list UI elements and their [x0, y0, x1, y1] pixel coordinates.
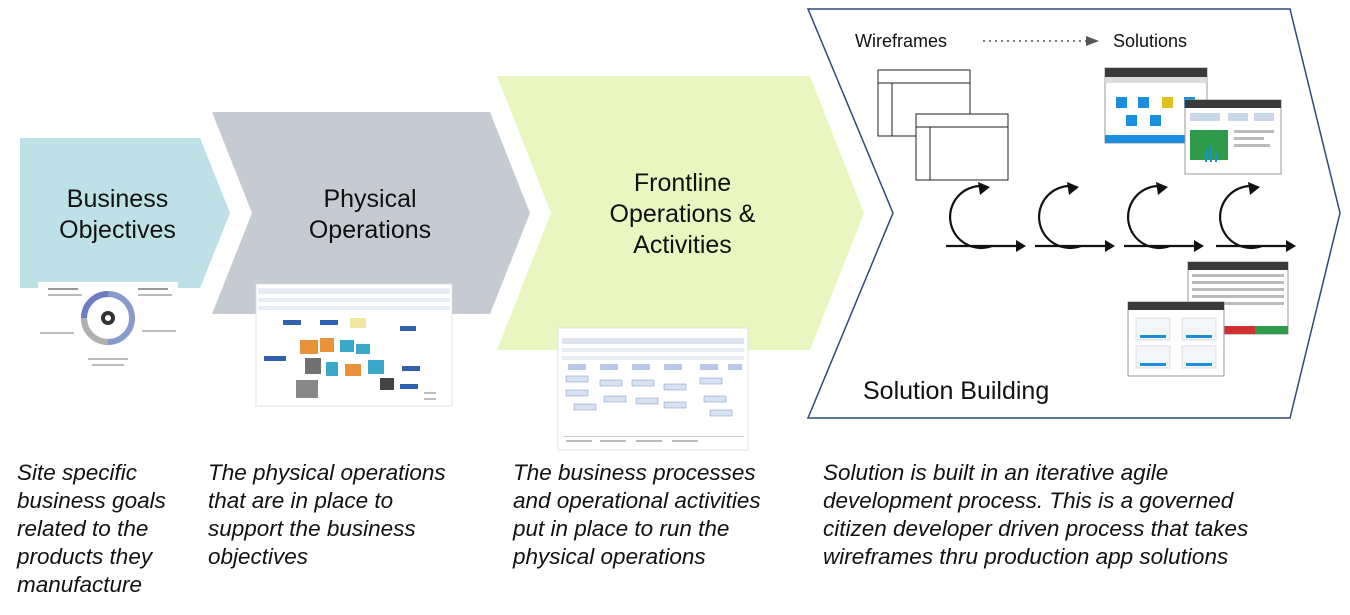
- stage-title-line: Activities: [633, 231, 732, 259]
- wireframes-label: Wireframes: [855, 31, 948, 51]
- chevron-frontline-operations: [497, 76, 864, 350]
- chevron-solution-building: [806, 8, 1341, 419]
- stage-title-line: Objectives: [59, 216, 176, 244]
- caption-frontline-operations: The business processes and operational a…: [513, 460, 761, 569]
- stage-title-business-objectives: Business Objectives: [30, 184, 205, 246]
- caption-physical-operations: The physical operations that are in plac…: [208, 460, 446, 569]
- caption-solution-building: Solution is built in an iterative agile …: [823, 460, 1249, 569]
- stage-title-line: Business: [66, 185, 169, 213]
- stage-title-line: Physical: [323, 185, 417, 213]
- stage-title-frontline-operations: Frontline Operations & Activities: [590, 168, 775, 261]
- stage-title-line: Frontline: [633, 169, 732, 197]
- stage-title-line: Operations: [308, 216, 432, 244]
- stage-title-line: Operations &: [609, 200, 756, 228]
- caption-business-objectives: Site specific business goals related to …: [17, 460, 166, 597]
- stage-title-solution-building: Solution Building: [863, 377, 1050, 405]
- chevron-business-objectives: [20, 138, 230, 288]
- stage-title-physical-operations: Physical Operations: [280, 184, 460, 246]
- solutions-label: Solutions: [1113, 31, 1188, 51]
- chevron-physical-operations: [212, 112, 530, 314]
